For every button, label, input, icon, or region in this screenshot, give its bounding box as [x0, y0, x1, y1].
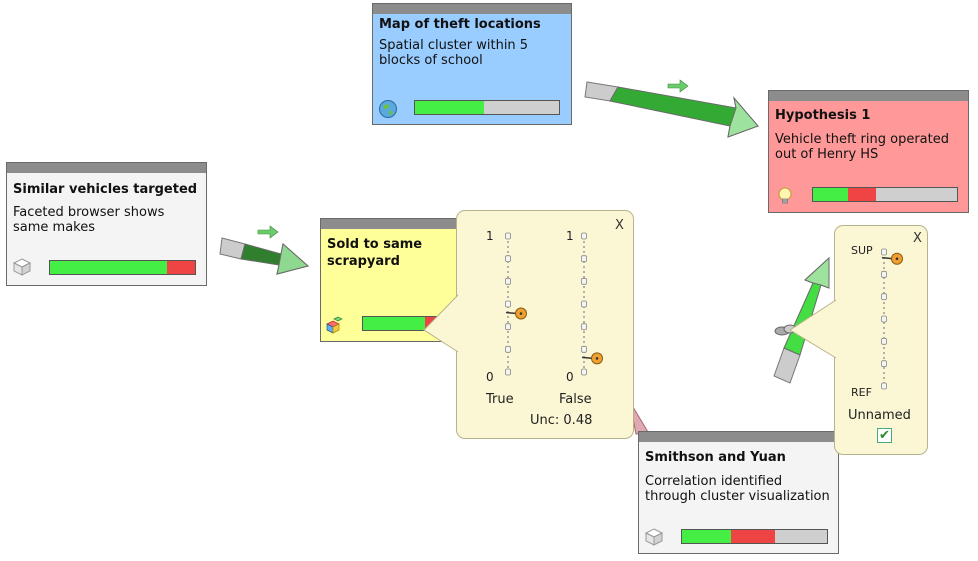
- node-header[interactable]: [7, 163, 206, 173]
- node-header[interactable]: [321, 219, 479, 229]
- globe-icon: [379, 100, 397, 118]
- node-title: Map of theft locations: [379, 17, 541, 32]
- node-similar-vehicles-targeted[interactable]: Similar vehicles targeted Faceted browse…: [6, 162, 207, 286]
- node-description: Faceted browser shows same makes: [13, 205, 165, 235]
- belief-bar-support: [50, 261, 168, 274]
- true-label: True: [486, 392, 514, 407]
- belief-popup-close-button[interactable]: X: [615, 218, 624, 233]
- belief-bar-support: [813, 188, 848, 201]
- node-header[interactable]: [769, 91, 968, 101]
- belief-bar: [49, 260, 196, 275]
- cube-icon: [12, 258, 32, 276]
- node-title: Hypothesis 1: [775, 108, 871, 123]
- node-description: Spatial cluster within 5 blocks of schoo…: [379, 38, 529, 68]
- direction-arrow-icon: [257, 225, 279, 239]
- blocks-icon: [326, 316, 343, 334]
- true-slider-max-label: 1: [486, 229, 494, 243]
- link-popup: [834, 225, 928, 455]
- belief-bar: [812, 187, 958, 202]
- belief-bar-support: [682, 530, 732, 543]
- link-map-to-hypothesis[interactable]: [584, 81, 759, 138]
- node-map-of-theft-locations[interactable]: Map of theft locations Spatial cluster w…: [372, 3, 572, 125]
- belief-bar-refute: [731, 530, 775, 543]
- node-header[interactable]: [373, 4, 571, 14]
- link-slider-handle[interactable]: [881, 252, 903, 265]
- direction-arrow-icon: [667, 79, 689, 93]
- true-slider-handle[interactable]: [505, 307, 527, 320]
- belief-bar-support: [415, 101, 485, 114]
- belief-bar-refute: [167, 261, 195, 274]
- node-smithson-and-yuan[interactable]: Smithson and Yuan Correlation identified…: [638, 431, 839, 554]
- belief-bar-refute: [847, 188, 877, 201]
- false-slider-handle[interactable]: [581, 352, 603, 365]
- link-slider-track[interactable]: [881, 248, 887, 390]
- belief-bar: [681, 529, 828, 544]
- node-title: Similar vehicles targeted: [13, 182, 198, 197]
- node-title: Sold to same scrapyard: [327, 237, 423, 269]
- support-label: SUP: [851, 244, 873, 257]
- true-slider-track[interactable]: [505, 232, 511, 376]
- false-label: False: [559, 392, 592, 407]
- belief-popup: [456, 210, 634, 439]
- belief-bar-support: [363, 317, 425, 330]
- false-slider-max-label: 1: [566, 229, 574, 243]
- node-description: Correlation identified through cluster v…: [645, 474, 830, 504]
- node-header[interactable]: [639, 432, 838, 442]
- true-slider-min-label: 0: [486, 370, 494, 384]
- false-slider-min-label: 0: [566, 370, 574, 384]
- refute-label: REF: [851, 386, 872, 399]
- false-slider-track[interactable]: [581, 232, 587, 376]
- uncertainty-value: Unc: 0.48: [530, 413, 593, 428]
- belief-bar: [414, 100, 560, 115]
- link-popup-close-button[interactable]: X: [913, 231, 922, 246]
- link-similar-to-scrapyard[interactable]: [219, 237, 310, 275]
- node-title: Smithson and Yuan: [645, 450, 786, 465]
- node-description: Vehicle theft ring operated out of Henry…: [775, 132, 949, 162]
- cube-icon: [644, 528, 664, 546]
- link-enabled-checkbox[interactable]: ✔: [877, 428, 892, 443]
- link-name-label: Unnamed: [848, 408, 911, 423]
- node-hypothesis-1[interactable]: Hypothesis 1 Vehicle theft ring operated…: [768, 90, 969, 213]
- lightbulb-icon: [778, 187, 792, 204]
